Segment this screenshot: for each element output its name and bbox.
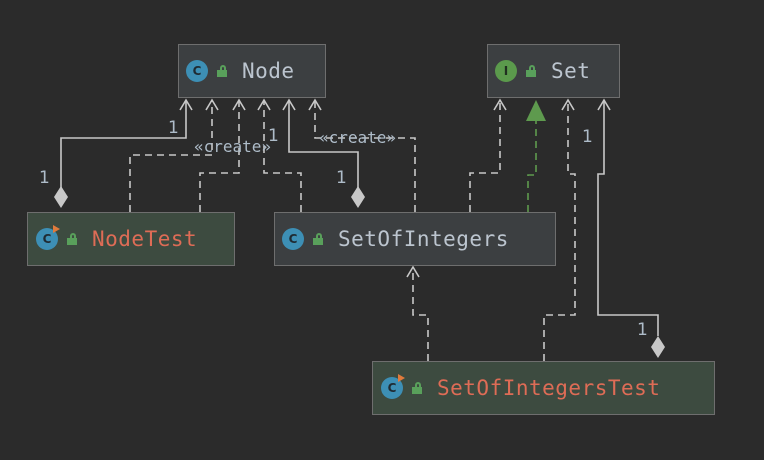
public-visibility-icon [66,233,78,245]
composition-diamond [651,336,665,358]
class-name: SetOfIntegers [338,227,509,251]
implements-triangle [526,100,546,121]
class-node-nodetest[interactable]: C NodeTest [27,212,235,266]
public-visibility-icon [411,382,423,394]
class-node-setofintegerstest[interactable]: C SetOfIntegersTest [372,361,715,415]
class-name: Set [551,59,591,83]
edge-test-setofintegers-dep [412,267,429,361]
multiplicity-label: 1 [39,168,50,188]
class-node-setofintegers[interactable]: C SetOfIntegers [274,212,556,266]
arrowhead [205,98,219,111]
arrowhead [257,98,271,111]
stereotype-label: «create» [194,137,271,156]
multiplicity-label: 1 [637,320,648,340]
edge-nodetest-node-composition [60,100,187,188]
arrowhead [308,98,322,111]
composition-diamond [351,186,365,208]
arrowhead [493,98,507,111]
arrowhead [179,98,193,111]
edge-setofintegers-set-dep [469,100,501,212]
edge-nodetest-node-create-2 [199,100,240,212]
interface-node-set[interactable]: I Set [487,44,620,98]
edge-setofintegers-node-dep [263,100,302,212]
class-name: SetOfIntegersTest [437,376,661,400]
arrowhead [232,98,246,111]
class-node-node[interactable]: C Node [178,44,326,98]
class-name: Node [242,59,295,83]
public-visibility-icon [312,233,324,245]
public-visibility-icon [216,65,228,77]
multiplicity-label: 1 [336,168,347,188]
edge-setofintegers-set-implements [527,120,537,212]
edge-setofintegers-node-create [314,100,416,212]
multiplicity-label: 1 [582,127,593,147]
multiplicity-label: 1 [268,126,279,146]
multiplicity-label: 1 [168,118,179,138]
interface-icon: I [495,60,517,82]
arrowhead [597,98,611,111]
edge-setofintegers-node-composition [288,100,359,188]
class-icon: C [282,228,304,250]
test-class-icon: C [381,374,405,399]
edge-test-set-dep [543,100,576,361]
arrowhead [282,98,296,111]
edge-test-set-composition [597,100,659,336]
public-visibility-icon [525,65,537,77]
composition-diamond [54,186,68,208]
edge-nodetest-node-create-1 [129,100,213,212]
arrowhead [561,98,575,111]
arrowhead [406,265,420,278]
class-name: NodeTest [92,227,198,251]
test-class-icon: C [36,225,60,250]
class-icon: C [186,60,208,82]
stereotype-label: «create» [319,128,396,147]
